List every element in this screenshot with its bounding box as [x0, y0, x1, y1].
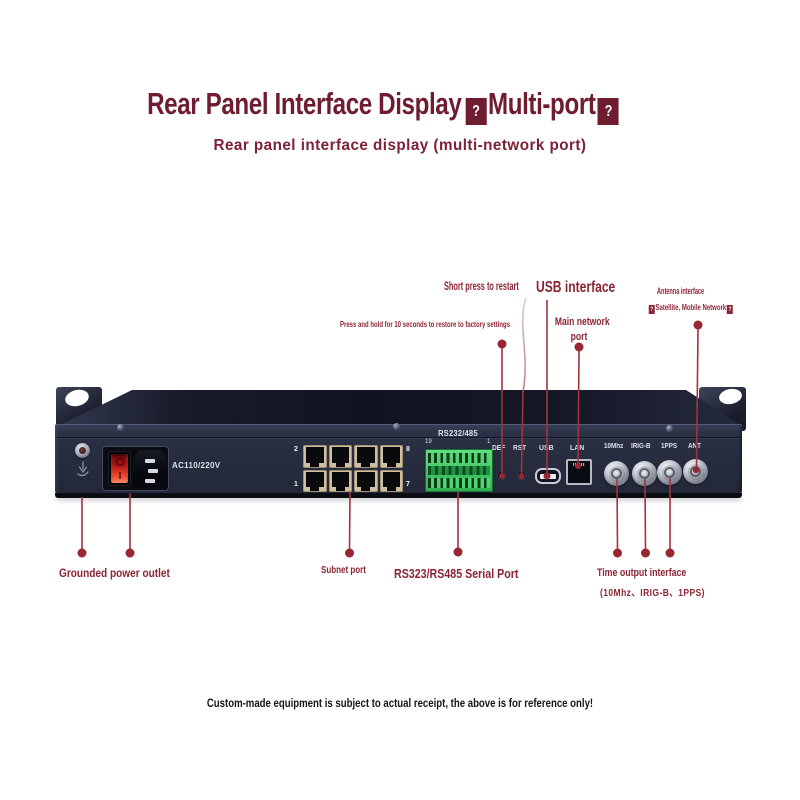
- annotation-usb-interface: USB interface: [536, 279, 616, 296]
- power-rocker-switch: [111, 454, 128, 483]
- annotation-restart: Short press to restart: [444, 281, 519, 293]
- panel-screw: [666, 425, 673, 432]
- ground-terminal-screw: [75, 443, 90, 458]
- terminal-row: [428, 478, 490, 488]
- annotation-antenna-detail: ?Satellite, Mobile Network?: [648, 303, 734, 314]
- usb-port-label: USB: [539, 443, 554, 452]
- annotation-line: Satellite, Mobile Network: [655, 303, 727, 312]
- leader-dot-power: [125, 548, 135, 558]
- rj45-jack: [379, 469, 403, 492]
- rack-mount-hole: [717, 387, 744, 406]
- socket-pin: [148, 469, 158, 473]
- iec-power-socket: [133, 450, 167, 488]
- reset-button-label: RST: [513, 443, 527, 452]
- leader-dot-ground: [77, 548, 87, 558]
- panel-seam: [57, 437, 740, 438]
- terminal-row: [428, 453, 490, 463]
- rj45-jack: [328, 469, 352, 492]
- missing-glyph-box: ?: [648, 305, 655, 314]
- power-inlet-module: [102, 446, 169, 491]
- port-number-label: 1: [294, 481, 298, 488]
- port-number-label: 2: [294, 446, 298, 453]
- leader-dot-10mhz: [613, 548, 622, 558]
- annotation-line: Main network: [554, 316, 610, 328]
- page-subtitle: Rear panel interface display (multi-netw…: [213, 137, 587, 154]
- annotation-main-network-port: Main network port: [554, 315, 610, 345]
- chassis-top-surface: [58, 390, 742, 426]
- bnc-connector-1pps: [657, 460, 682, 485]
- serial-port-label: RS232/485: [438, 429, 478, 438]
- missing-glyph-box: ?: [597, 98, 619, 125]
- leader-line-restart-curve: [521, 297, 527, 393]
- leader-dot-irigb: [641, 548, 650, 558]
- bnc-1pps-label: 1PPS: [661, 443, 678, 450]
- leader-dot-factory: [497, 339, 507, 349]
- missing-glyph-box: ?: [465, 98, 487, 125]
- default-button: [498, 472, 505, 479]
- power-voltage-label: AC110/220V: [172, 461, 221, 470]
- annotation-time-output: Time output interface: [597, 567, 687, 579]
- rj45-jack: [328, 445, 352, 468]
- annotation-serial-port: RS323/RS485 Serial Port: [394, 566, 519, 581]
- rj45-jack: [354, 445, 378, 468]
- socket-pin: [145, 459, 155, 463]
- earth-ground-icon: [77, 461, 89, 477]
- annotation-time-output-detail: (10Mhz、IRIG-B、1PPS): [600, 588, 705, 599]
- rj45-jack: [379, 445, 403, 468]
- default-button-label: DEF: [492, 443, 506, 452]
- panel-screw: [117, 424, 124, 431]
- bnc-irigb-label: IRIG-B: [631, 443, 651, 450]
- leader-line-subnet: [348, 491, 351, 550]
- annotation-antenna-interface: Antenna interface: [657, 286, 705, 296]
- terminal-pin-label: 1: [487, 439, 491, 445]
- leader-dot-antenna: [693, 320, 703, 330]
- annotation-factory-reset: Press and hold for 10 seconds to restore…: [340, 320, 511, 329]
- leader-dot-subnet: [345, 548, 354, 558]
- terminal-row: [428, 466, 490, 475]
- missing-glyph-box: ?: [726, 305, 733, 314]
- page-title-text: Rear Panel Interface Display: [147, 86, 462, 121]
- bnc-connector-ant: [683, 459, 708, 484]
- page-title-bracket-text: Multi-port: [487, 86, 596, 121]
- annotation-subnet-port: Subnet port: [321, 565, 366, 576]
- power-switch-bezel: [108, 451, 131, 486]
- panel-screw: [393, 423, 400, 430]
- serial-terminal-block: [425, 449, 493, 492]
- port-number-label: 8: [406, 446, 410, 453]
- rack-mount-hole: [63, 387, 91, 409]
- leader-dot-1pps: [665, 548, 675, 558]
- bnc-10mhz-label: 10Mhz: [604, 443, 624, 450]
- reset-button: [518, 472, 525, 479]
- leader-dot-serial: [453, 547, 463, 557]
- rj45-jack: [303, 469, 327, 492]
- lan-port: [566, 459, 592, 485]
- annotation-grounded-power: Grounded power outlet: [59, 566, 170, 580]
- rj45-jack: [354, 469, 378, 492]
- terminal-pin-label: 19: [425, 439, 432, 445]
- bnc-ant-label: ANT: [688, 443, 701, 450]
- lan-port-label: LAN: [570, 443, 585, 452]
- subnet-port-bank: [303, 445, 403, 492]
- usb-port: [535, 468, 561, 484]
- bnc-connector-irigb: [632, 461, 657, 486]
- disclaimer-text: Custom-made equipment is subject to actu…: [206, 696, 594, 710]
- bnc-connector-10mhz: [604, 461, 629, 486]
- annotation-line: port: [570, 331, 588, 343]
- chassis-bottom-edge: [55, 493, 742, 498]
- socket-pin: [145, 479, 155, 483]
- page-title: Rear Panel Interface Display?Multi-port?: [71, 86, 695, 125]
- port-number-label: 7: [406, 481, 410, 488]
- rj45-jack: [303, 445, 327, 468]
